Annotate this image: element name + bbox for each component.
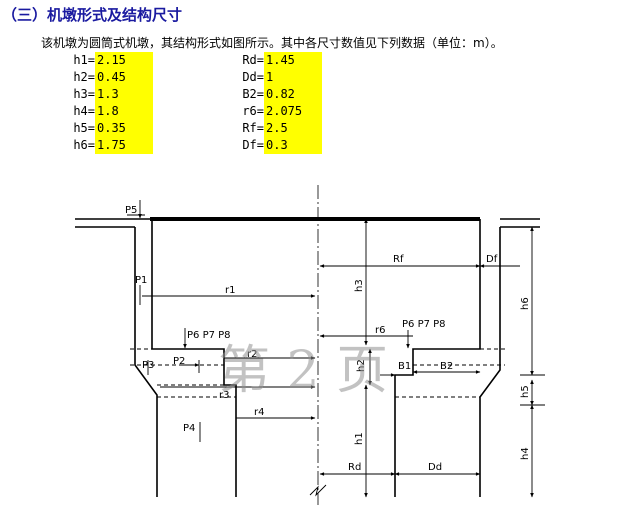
floor-lines (75, 218, 540, 228)
label-p4: P4 (183, 423, 195, 434)
param-label: h5= (73, 121, 95, 135)
param-h4: h4= (43, 103, 95, 120)
param-label: B2= (242, 87, 264, 101)
param-label: Rd= (242, 53, 264, 67)
label-p5: P5 (125, 205, 137, 216)
label-h1: h1 (354, 432, 365, 445)
param-rf: Rf= (200, 120, 264, 137)
param-label: Df= (242, 138, 264, 152)
param-df: Df= (200, 137, 264, 154)
label-r4: r4 (254, 407, 264, 418)
label-h6: h6 (520, 297, 531, 310)
param-label: Dd= (242, 70, 264, 84)
param-h1: h1= (43, 52, 95, 69)
page-watermark: 第 2 页 (218, 341, 388, 401)
intro-text: 该机墩为圆筒式机墩，其结构形式如图所示。其中各尺寸数值见下列数据（单位：m）。 (41, 36, 503, 50)
label-p1: P1 (135, 275, 147, 286)
label-p3: P3 (142, 360, 154, 371)
pier-outline (134, 219, 501, 497)
param-label: r6= (242, 104, 264, 118)
param-label: h4= (73, 104, 95, 118)
section-title: （三）机墩形式及结构尺寸 (2, 6, 183, 24)
label-p2: P2 (173, 356, 185, 367)
label-r1: r1 (225, 285, 235, 296)
param-label: h3= (73, 87, 95, 101)
label-r2: r2 (247, 349, 257, 360)
param-dd: Dd= (200, 69, 264, 86)
label-r3: r3 (219, 390, 229, 401)
label-dd: Dd (428, 462, 442, 473)
label-h2: h2 (356, 359, 367, 372)
label-p6-p7-p8-left: P6 P7 P8 (187, 330, 231, 341)
label-rd: Rd (348, 462, 361, 473)
param-label: h2= (73, 70, 95, 84)
param-h6: h6= (43, 137, 95, 154)
label-h4: h4 (520, 447, 531, 460)
label-df: Df (486, 254, 498, 265)
param-h3: h3= (43, 86, 95, 103)
param-h5: h5= (43, 120, 95, 137)
label-r6: r6 (375, 325, 385, 336)
param-b2: B2= (200, 86, 264, 103)
label-h3: h3 (354, 279, 365, 292)
label-b1: B1 (398, 361, 411, 372)
param-r6: r6= (200, 103, 264, 120)
param-h2: h2= (43, 69, 95, 86)
corbel-dashed-lines (130, 348, 505, 398)
label-h5: h5 (520, 385, 531, 398)
label-rf: Rf (393, 254, 404, 265)
label-p6-p7-p8-right: P6 P7 P8 (402, 319, 446, 330)
param-rd: Rd= (200, 52, 264, 69)
label-b2: B2 (440, 361, 453, 372)
param-label: h1= (73, 53, 95, 67)
dimension-lines (127, 200, 545, 498)
param-label: Rf= (242, 121, 264, 135)
drawing-labels: P5 P1 r1 Rf Df h3 h6 P6 P7 P8 P6 P7 P8 r… (125, 205, 531, 473)
param-label: h6= (73, 138, 95, 152)
